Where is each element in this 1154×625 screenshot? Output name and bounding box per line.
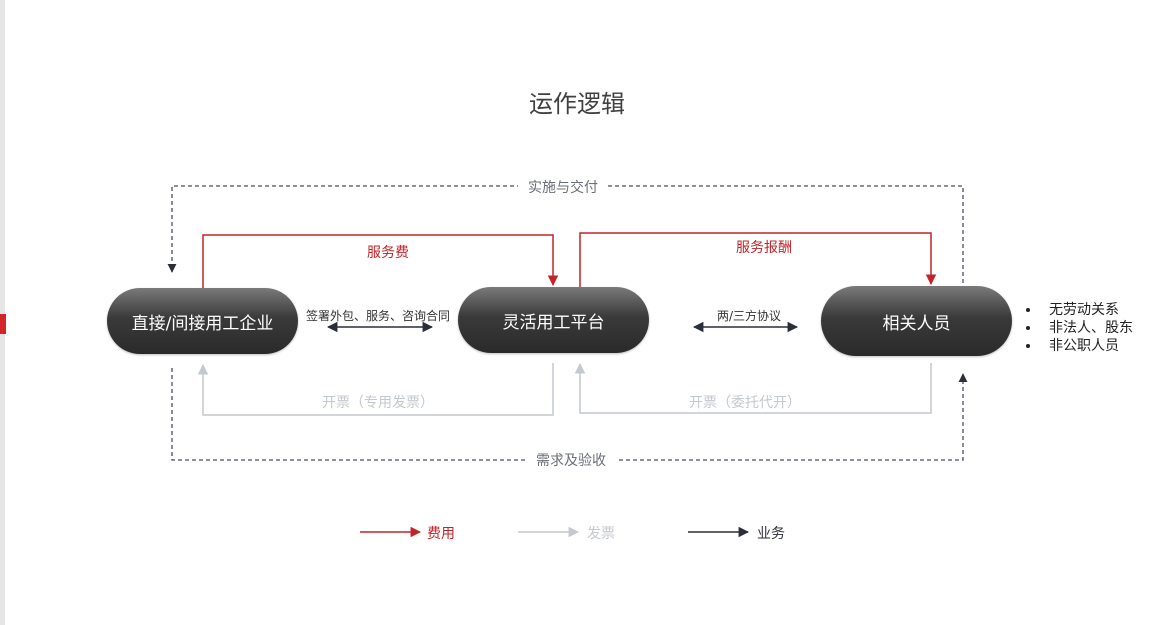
service-pay-line [579,232,937,287]
page-title: 运作逻辑 [529,90,625,118]
legend-invoice-label: 发票 [587,526,615,542]
left-edge-bar [0,0,5,625]
delivery-label: 实施与交付 [518,177,608,197]
invoice-agent-label: 开票（委托代开） [689,395,801,411]
slide-marker [0,314,6,334]
personnel-notes: 无劳动关系 非法人、股东 非公职人员 [1024,301,1133,355]
service-fee-label: 服务费 [367,245,409,261]
contract-label: 签署外包、服务、咨询合同 [305,309,451,323]
node-platform: 灵活用工平台 [458,287,649,353]
legend-business: 业务 [757,523,785,543]
legend-business-label: 业务 [757,526,785,542]
personnel-note: 非法人、股东 [1024,319,1133,337]
personnel-note: 无劳动关系 [1024,301,1133,319]
delivery-label-text: 实施与交付 [518,180,608,196]
node-platform-label: 灵活用工平台 [502,312,605,333]
personnel-note: 非公职人员 [1024,337,1133,355]
node-personnel-label: 相关人员 [882,313,951,334]
service-pay-label: 服务报酬 [736,240,792,256]
node-enterprise-label: 直接/间接用工企业 [131,313,274,334]
node-enterprise: 直接/间接用工企业 [107,288,298,354]
agreement-label: 两/三方协议 [716,309,782,323]
service-fee-line [202,234,559,288]
demand-label: 需求及验收 [526,450,616,470]
node-personnel: 相关人员 [821,286,1012,356]
legend-fee: 费用 [427,523,455,543]
invoice-agent-line [574,362,932,414]
invoice-special-line [197,363,554,416]
legend-invoice: 发票 [587,523,615,543]
legend-fee-label: 费用 [427,526,455,542]
demand-flow-line [171,368,968,461]
invoice-special-label: 开票（专用发票） [322,395,434,411]
demand-label-text: 需求及验收 [526,453,616,469]
